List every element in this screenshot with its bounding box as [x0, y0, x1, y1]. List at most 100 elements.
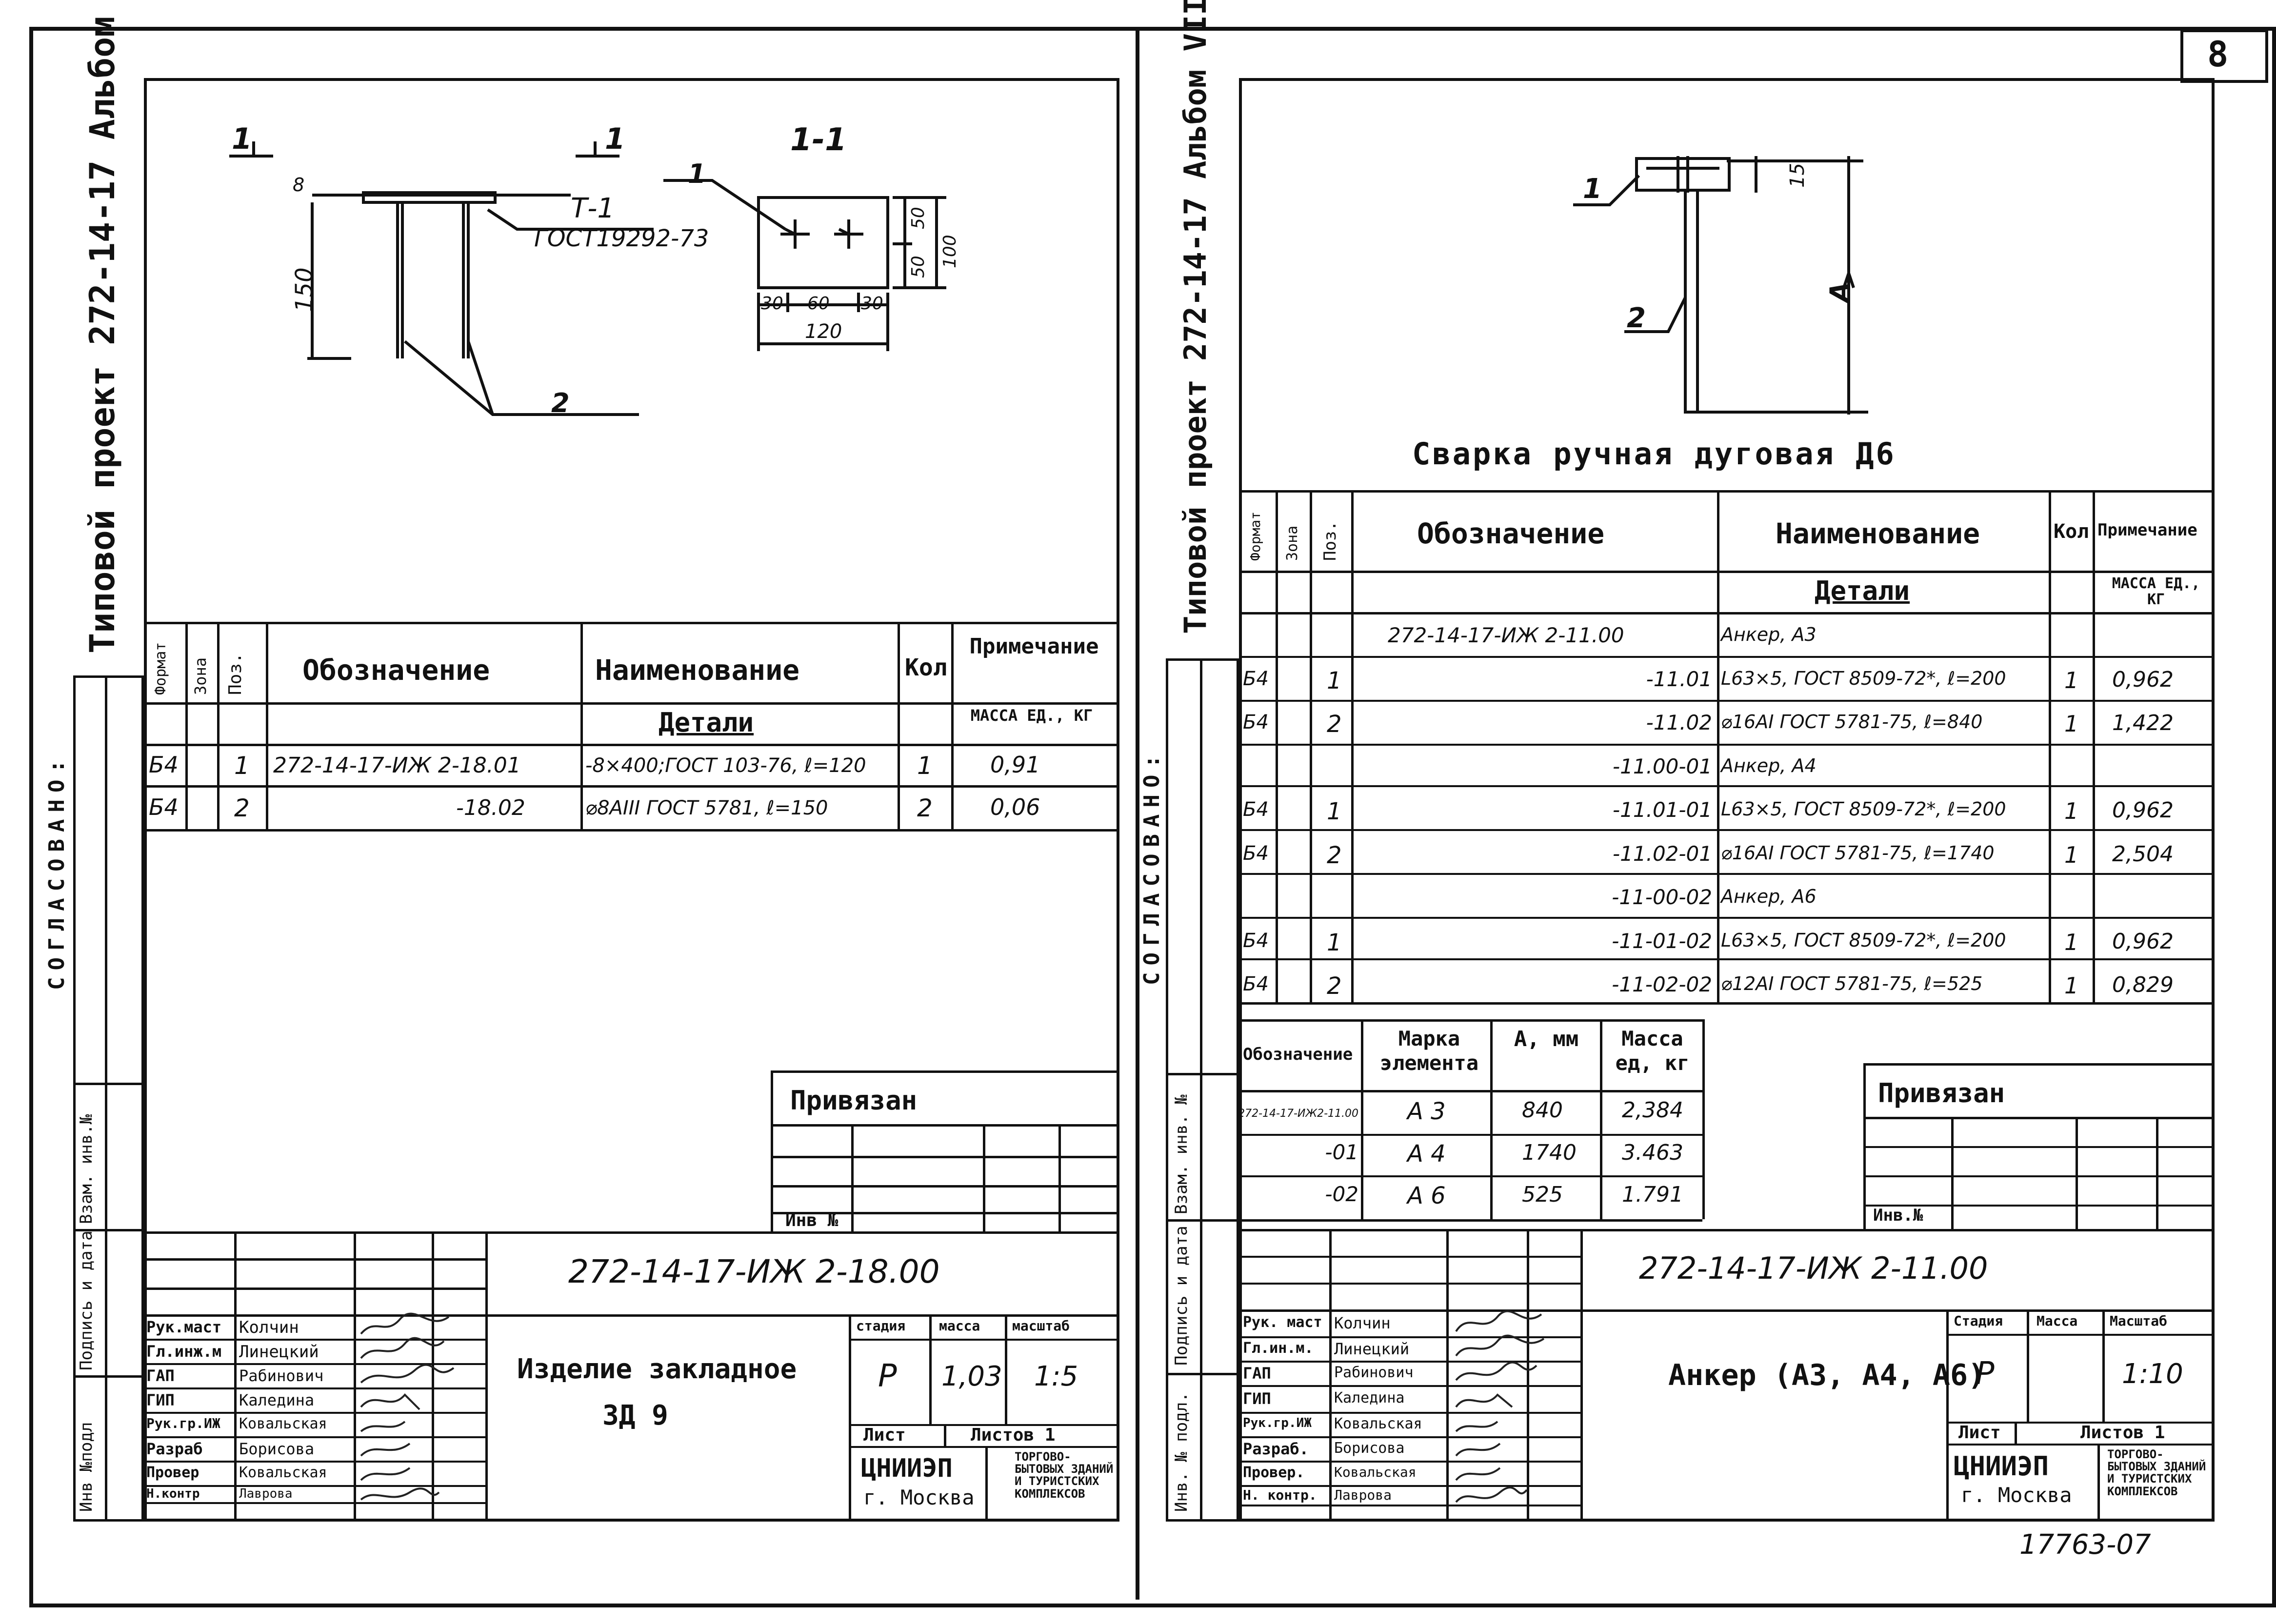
marks-hdr-mark: Марка элемента	[1379, 1027, 1479, 1075]
left-spec-section: Детали	[659, 707, 754, 738]
marks-row-2-a: 1740	[1522, 1140, 1577, 1165]
page-number: 8	[2207, 34, 2229, 75]
left-staff-name-3: Каледина	[239, 1391, 315, 1409]
left-masshtab-hdr: масштаб	[1012, 1318, 1070, 1334]
left-dim-thk: 8	[293, 174, 305, 196]
left-dim-30a: 30	[761, 294, 783, 314]
right-spec-row-2-fmt: Б4	[1243, 667, 1269, 690]
left-mass-hdr: МАССА ЕД., КГ	[970, 706, 1093, 725]
marks-row-3-a: 525	[1522, 1182, 1563, 1207]
right-staff-role-2: ГАП	[1243, 1364, 1271, 1383]
left-hdr-name: Наименование	[595, 654, 800, 687]
right-spec-row-2-oboz: -11.01	[1646, 667, 1712, 691]
left-embedded-part-drawing	[229, 141, 946, 416]
right-spec-row-9-pos: 2	[1327, 972, 1342, 1000]
marks-row-3-mark: А 6	[1407, 1182, 1446, 1209]
right-staff-name-3: Каледина	[1334, 1389, 1405, 1406]
marks-row-1-mark: А 3	[1407, 1098, 1446, 1125]
right-spec-row-5-oboz: -11.01-01	[1613, 798, 1712, 822]
left-staff-role-5: Разраб	[146, 1440, 203, 1458]
right-spec-row-5-name: L63×5, ГОСТ 8509-72*, ℓ=200	[1721, 798, 2006, 820]
left-part-gost: ГОСТ19292-73	[534, 225, 709, 252]
right-spec-row-5-note: 0,962	[2112, 798, 2174, 823]
left-row2-note: 0,06	[990, 794, 1040, 820]
left-stadia-hdr: стадия	[856, 1318, 906, 1334]
right-org: ЦНИИЭП	[1954, 1451, 2049, 1482]
left-row2-qty: 2	[917, 794, 933, 822]
right-spec-row-6-oboz: -11.02-01	[1613, 841, 1712, 866]
right-list: Лист	[1958, 1423, 2001, 1443]
right-staff-role-7: Н. контр.	[1243, 1487, 1317, 1503]
right-stadia-hdr: Стадия	[1954, 1313, 2003, 1329]
left-staff-name-7: Лаврова	[239, 1486, 293, 1501]
right-spec-row-3-name: ⌀16АI ГОСТ 5781-75, ℓ=840	[1721, 711, 1983, 733]
left-stadia: Р	[878, 1358, 897, 1394]
right-spec-row-8-name: L63×5, ГОСТ 8509-72*, ℓ=200	[1721, 929, 2006, 951]
marks-hdr-oboz: Обозначение	[1243, 1046, 1353, 1063]
right-mass-hdr: МАССА ЕД., КГ	[2112, 575, 2200, 608]
right-spec-row-6-note: 2,504	[2112, 841, 2174, 867]
right-massa-hdr: Масса	[2036, 1313, 2078, 1329]
right-staff-name-1: Линецкий	[1334, 1340, 1410, 1358]
right-spec-row-4-oboz: -11.00-01	[1613, 754, 1712, 778]
right-spec-section: Детали	[1815, 575, 1910, 606]
right-staff-role-4: Рук.гр.ИЖ	[1243, 1416, 1312, 1430]
left-section-mark-a: 1	[232, 122, 252, 156]
right-hdr-oboz: Обозначение	[1417, 517, 1605, 550]
right-spec-row-7-name: Анкер, А6	[1721, 886, 1817, 907]
right-side-strip	[1166, 658, 1239, 1522]
right-spec-row-9-note: 0,829	[2112, 972, 2174, 997]
left-staff-role-2: ГАП	[146, 1367, 175, 1385]
left-city: г. Москва	[863, 1485, 975, 1509]
left-side-strip	[73, 675, 144, 1522]
right-staff-name-6: Ковальская	[1334, 1464, 1417, 1480]
right-listov: Листов 1	[2080, 1423, 2165, 1443]
right-spec-row-9-name: ⌀12АI ГОСТ 5781-75, ℓ=525	[1721, 973, 1983, 994]
left-staff-name-6: Ковальская	[239, 1464, 327, 1481]
marks-row-1-oboz: 272-14-17-ИЖ2-11.00	[1238, 1108, 1358, 1120]
left-drawing-subtitle: ЗД 9	[602, 1400, 668, 1431]
left-callout-2: 2	[551, 388, 570, 418]
right-spec-row-1-name: Анкер, А3	[1721, 624, 1817, 645]
left-row1-fmt: Б4	[149, 752, 179, 778]
right-spec-row-4-name: Анкер, А4	[1721, 754, 1817, 776]
right-spec-row-8-fmt: Б4	[1243, 929, 1269, 952]
left-hdr-qty: Кол	[905, 654, 947, 681]
marks-row-3-mass: 1.791	[1622, 1182, 1683, 1207]
left-row1-qty: 1	[917, 752, 933, 780]
right-staff-name-2: Рабинович	[1334, 1364, 1414, 1381]
right-staff-role-3: ГИП	[1243, 1389, 1271, 1408]
right-spec-row-6-name: ⌀16АI ГОСТ 5781-75, ℓ=1740	[1721, 842, 1995, 864]
left-drawing-code: 272-14-17-ИЖ 2-18.00	[568, 1253, 940, 1290]
left-staff-role-7: Н.контр	[146, 1486, 200, 1501]
left-part-label: Т-1	[571, 193, 615, 224]
left-row1-note: 0,91	[990, 752, 1040, 778]
marks-hdr-mass: Масса ед, кг	[1615, 1027, 1690, 1075]
right-staff-name-4: Ковальская	[1334, 1415, 1422, 1432]
left-staff-name-2: Рабинович	[239, 1367, 324, 1385]
right-spec-row-3-fmt: Б4	[1243, 711, 1269, 733]
left-org: ЦНИИЭП	[861, 1454, 953, 1483]
right-spec-row-2-qty: 1	[2064, 667, 2079, 693]
left-drawing-title: Изделие закладное	[517, 1353, 797, 1385]
right-spec-row-8-oboz: -11-01-02	[1612, 929, 1712, 953]
left-inv: Инв №	[785, 1210, 839, 1230]
right-spec-row-3-pos: 2	[1327, 711, 1342, 738]
right-staff-role-1: Гл.ин.м.	[1243, 1340, 1314, 1357]
left-inner-frame	[144, 78, 1119, 1522]
left-dim-30b: 30	[861, 294, 883, 314]
left-hdr-note: Примечание	[969, 634, 1099, 659]
left-massa: 1,03	[941, 1361, 1002, 1392]
right-spec-row-8-qty: 1	[2064, 929, 2079, 955]
left-privyazan: Привязан	[790, 1085, 918, 1116]
right-spec-row-5-pos: 1	[1327, 798, 1342, 825]
outer-frame	[29, 27, 2276, 1607]
right-spec-row-6-qty: 1	[2064, 841, 2079, 868]
left-callout-1: 1	[688, 158, 706, 189]
right-callout-2: 2	[1627, 302, 1646, 334]
left-staff-role-4: Рук.гр.ИЖ	[146, 1415, 220, 1431]
right-org-desc: ТОРГОВО-БЫТОВЫХ ЗДАНИЙ И ТУРИСТСКИХ КОМП…	[2107, 1447, 2206, 1498]
right-inner-frame	[1239, 78, 2215, 1522]
